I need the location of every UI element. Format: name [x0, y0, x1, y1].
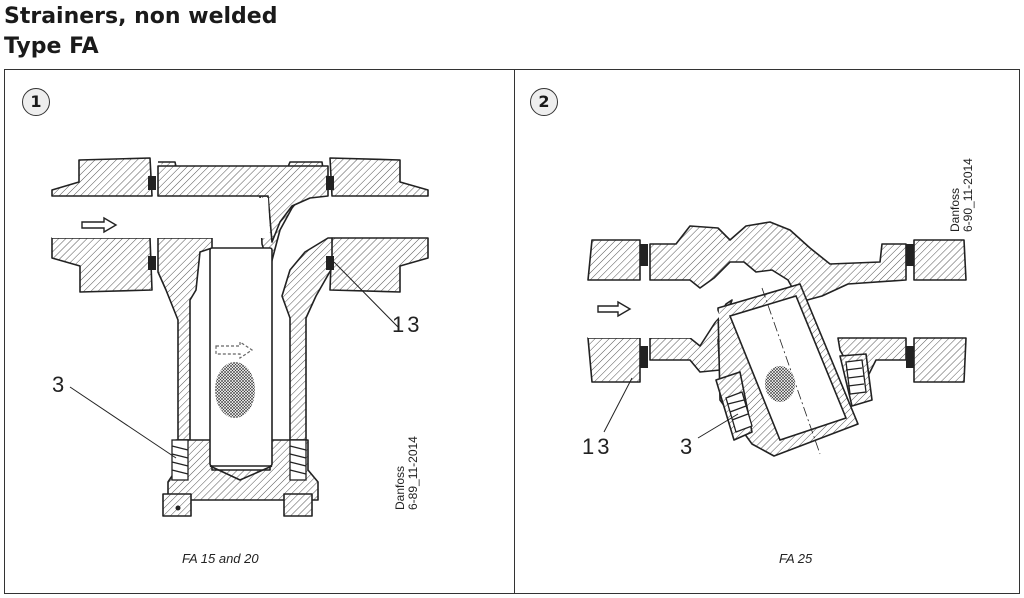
right-flange-bottom [913, 337, 967, 383]
figure-caption-1: FA 15 and 20 [182, 551, 259, 566]
centerline [761, 287, 821, 455]
gaskets-panel1 [148, 176, 334, 270]
stamp-code: 6-90_11-2014 [961, 158, 975, 232]
figure-frame [4, 69, 1020, 594]
left-flange-top [51, 157, 153, 197]
body-top-casting [649, 221, 907, 303]
strainer-screen-cylinder [728, 295, 848, 441]
figure-badge-1: 1 [22, 88, 50, 116]
callout-3-panel2: 3 [680, 434, 693, 459]
panel-divider [514, 69, 515, 594]
inlet-passage [588, 282, 720, 338]
right-flange-bottom [329, 237, 429, 293]
flow-arrow-icon [81, 216, 118, 234]
screen-bottom [209, 465, 273, 481]
drain-plugs-panel2 [725, 359, 867, 433]
left-flange-bottom [587, 337, 641, 383]
cap-detail [175, 505, 181, 511]
left-cap-bolt [162, 493, 192, 517]
drawing-stamp-2: Danfoss 6-90_11-2014 [948, 158, 975, 232]
leader-3-panel2 [697, 413, 739, 439]
mesh-area [765, 366, 795, 402]
mesh-area [215, 362, 255, 418]
callout-3-panel1: 3 [52, 372, 65, 397]
page-title: Strainers, non welded [4, 4, 278, 29]
leader-13-panel1 [333, 261, 399, 328]
leader-3-panel1 [69, 386, 177, 459]
figure-badge-2: 2 [530, 88, 558, 116]
left-flange-top [587, 239, 641, 281]
body-right-wall [281, 237, 333, 441]
right-flange-top [913, 239, 967, 281]
leader-13-panel2 [603, 377, 633, 433]
callout-13-panel2: 13 [582, 434, 613, 459]
figure-caption-2: FA 25 [779, 551, 813, 566]
right-flange-top [329, 157, 429, 197]
left-flange-bottom [51, 237, 153, 293]
body-left-wall [157, 237, 213, 441]
stamp-code: 6-89_11-2014 [406, 436, 420, 510]
drain-plugs-panel1 [171, 439, 307, 481]
bottom-cap [167, 439, 319, 501]
right-cap-bolt [283, 493, 313, 517]
callout-13-panel1: 13 [392, 312, 423, 337]
drawing-stamp-1: Danfoss 6-89_11-2014 [393, 436, 420, 510]
flow-arrow-icon [597, 300, 632, 318]
inner-flow-arrow-icon [215, 340, 254, 360]
gaskets-panel2 [640, 244, 914, 368]
page-subtitle: Type FA [4, 34, 99, 59]
